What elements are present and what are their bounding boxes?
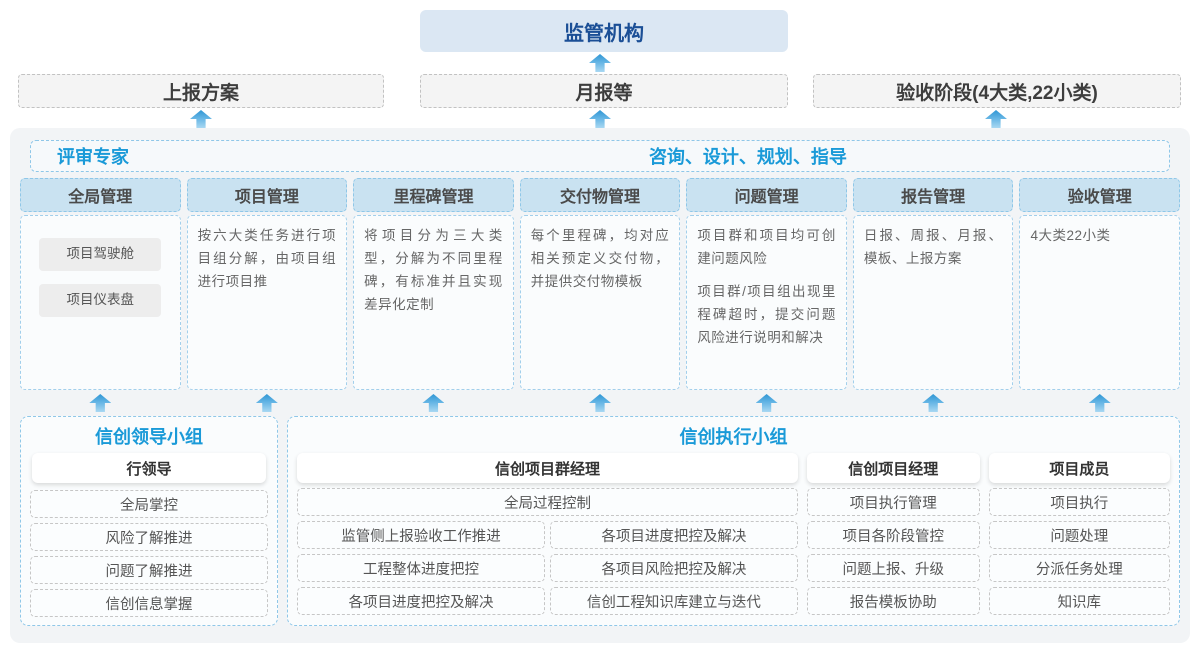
list-item: 项目各阶段管控 [806,521,980,549]
up-arrow-icon [422,394,445,412]
up-arrow-icon [255,394,278,412]
list-item: 信创信息掌握 [30,589,268,617]
project-member-section: 项目成员 项目执行 问题处理 分派任务处理 知识库 [988,453,1170,617]
list-item: 知识库 [988,587,1170,615]
column-header: 问题管理 [686,178,847,212]
bottom-groups: 信创领导小组 行领导 全局掌控 风险了解推进 问题了解推进 信创信息掌握 信创执… [20,416,1180,626]
up-arrow-icon [589,110,611,128]
up-arrow-icon [589,394,612,412]
list-item: 各项目风险把控及解决 [549,554,798,582]
column-issue-mgmt: 问题管理 项目群和项目均可创建问题风险 项目群/项目组出现里程碑超时，提交问题风… [686,178,847,390]
column-milestone-mgmt: 里程碑管理 将项目分为三大类型，分解为不同里程碑，有标准并且实现差异化定制 [353,178,514,390]
regulator-label: 监管机构 [564,22,644,45]
up-arrow-icon [922,394,945,412]
column-deliverable-mgmt: 交付物管理 每个里程碑，均对应相关预定义交付物，并提供交付物模板 [519,178,681,390]
pill-item: 项目仪表盘 [39,283,162,317]
up-arrow-icon [1088,394,1111,412]
list-item: 项目执行 [988,488,1170,516]
report-plan-label: 上报方案 [162,82,239,104]
column-body: 项目驾驶舱 项目仪表盘 [20,215,181,390]
column-text: 4大类22小类 [1030,228,1111,243]
column-arrows-row [20,394,1180,412]
experts-band: 评审专家 咨询、设计、规划、指导 [30,140,1170,172]
list-item: 问题上报、升级 [806,554,980,582]
leadership-group-title: 信创领导小组 [95,426,203,447]
execution-group: 信创执行小组 信创项目群经理 全局过程控制 监管侧上报验收工作推进 各项目进度把… [287,416,1180,626]
acceptance-phase-box: 验收阶段(4大类,22小类) [813,74,1181,108]
up-arrow-icon [755,394,778,412]
column-header: 交付物管理 [519,178,681,212]
list-item: 监管侧上报验收工作推进 [297,521,545,549]
review-experts-label: 评审专家 [57,147,129,167]
project-manager-card: 信创项目经理 [806,453,980,483]
column-body: 项目群和项目均可创建问题风险 项目群/项目组出现里程碑超时，提交问题风险进行说明… [686,215,847,390]
column-header: 全局管理 [20,178,181,212]
column-global-mgmt: 全局管理 项目驾驶舱 项目仪表盘 [20,178,181,390]
project-manager-section: 信创项目经理 项目执行管理 项目各阶段管控 问题上报、升级 报告模板协助 [806,453,980,617]
acceptance-phase-label: 验收阶段(4大类,22小类) [896,82,1098,104]
list-item: 全局掌控 [30,490,268,518]
program-manager-section: 信创项目群经理 全局过程控制 监管侧上报验收工作推进 各项目进度把控及解决 工程… [297,453,798,617]
pill-item: 项目驾驶舱 [39,238,162,271]
list-item: 项目执行管理 [806,488,980,516]
column-body: 4大类22小类 [1019,215,1181,390]
list-item: 各项目进度把控及解决 [297,587,545,615]
list-item: 问题了解推进 [30,556,268,584]
monthly-report-label: 月报等 [575,82,633,104]
column-header: 验收管理 [1019,178,1181,212]
report-plan-box: 上报方案 [18,74,384,108]
column-acceptance-mgmt: 验收管理 4大类22小类 [1019,178,1181,390]
program-manager-card: 信创项目群经理 [297,453,798,483]
list-item: 风险了解推进 [30,523,268,551]
column-text: 项目群和项目均可创建问题风险 [697,228,836,266]
column-header: 报告管理 [852,178,1014,212]
column-text: 日报、周报、月报、模板、上报方案 [863,228,1003,266]
column-body: 每个里程碑，均对应相关预定义交付物，并提供交付物模板 [519,215,681,390]
list-item: 各项目进度把控及解决 [549,521,798,549]
column-report-mgmt: 报告管理 日报、周报、月报、模板、上报方案 [852,178,1014,390]
column-project-mgmt: 项目管理 按六大类任务进行项目组分解，由项目组进行项目推 [186,178,348,390]
monthly-report-box: 月报等 [420,74,788,108]
up-arrow-icon [89,394,112,412]
up-arrow-icon [985,110,1007,128]
column-text: 按六大类任务进行项目组分解，由项目组进行项目推 [197,228,337,289]
platform-container: 评审专家 咨询、设计、规划、指导 全局管理 项目驾驶舱 项目仪表盘 项目管理 按… [10,128,1190,643]
execution-sections: 信创项目群经理 全局过程控制 监管侧上报验收工作推进 各项目进度把控及解决 工程… [297,453,1170,617]
leader-items: 全局掌控 风险了解推进 问题了解推进 信创信息掌握 [30,490,268,617]
column-text: 每个里程碑，均对应相关预定义交付物，并提供交付物模板 [530,228,670,289]
leadership-group: 信创领导小组 行领导 全局掌控 风险了解推进 问题了解推进 信创信息掌握 [20,416,278,626]
list-item: 工程整体进度把控 [297,554,545,582]
list-item: 分派任务处理 [988,554,1170,582]
project-member-card: 项目成员 [988,453,1170,483]
column-header: 里程碑管理 [353,178,514,212]
execution-group-title: 信创执行小组 [679,426,788,447]
column-header: 项目管理 [186,178,348,212]
consulting-label: 咨询、设计、规划、指导 [648,147,847,167]
up-arrow-icon [190,110,212,128]
management-columns: 全局管理 项目驾驶舱 项目仪表盘 项目管理 按六大类任务进行项目组分解，由项目组… [20,178,1181,390]
bank-leader-card: 行领导 [32,453,266,483]
column-text: 将项目分为三大类型，分解为不同里程碑，有标准并且实现差异化定制 [364,228,503,312]
list-item: 问题处理 [988,521,1170,549]
regulator-box: 监管机构 [420,10,788,52]
list-item: 全局过程控制 [297,488,798,516]
column-body: 日报、周报、月报、模板、上报方案 [852,215,1014,390]
column-body: 将项目分为三大类型，分解为不同里程碑，有标准并且实现差异化定制 [353,215,514,390]
list-item: 信创工程知识库建立与迭代 [549,587,798,615]
list-item: 报告模板协助 [806,587,980,615]
column-text: 项目群/项目组出现里程碑超时，提交问题风险进行说明和解决 [697,283,836,345]
column-body: 按六大类任务进行项目组分解，由项目组进行项目推 [186,215,348,390]
program-manager-grid: 监管侧上报验收工作推进 各项目进度把控及解决 工程整体进度把控 各项目风险把控及… [297,521,798,615]
up-arrow-icon [589,54,611,72]
